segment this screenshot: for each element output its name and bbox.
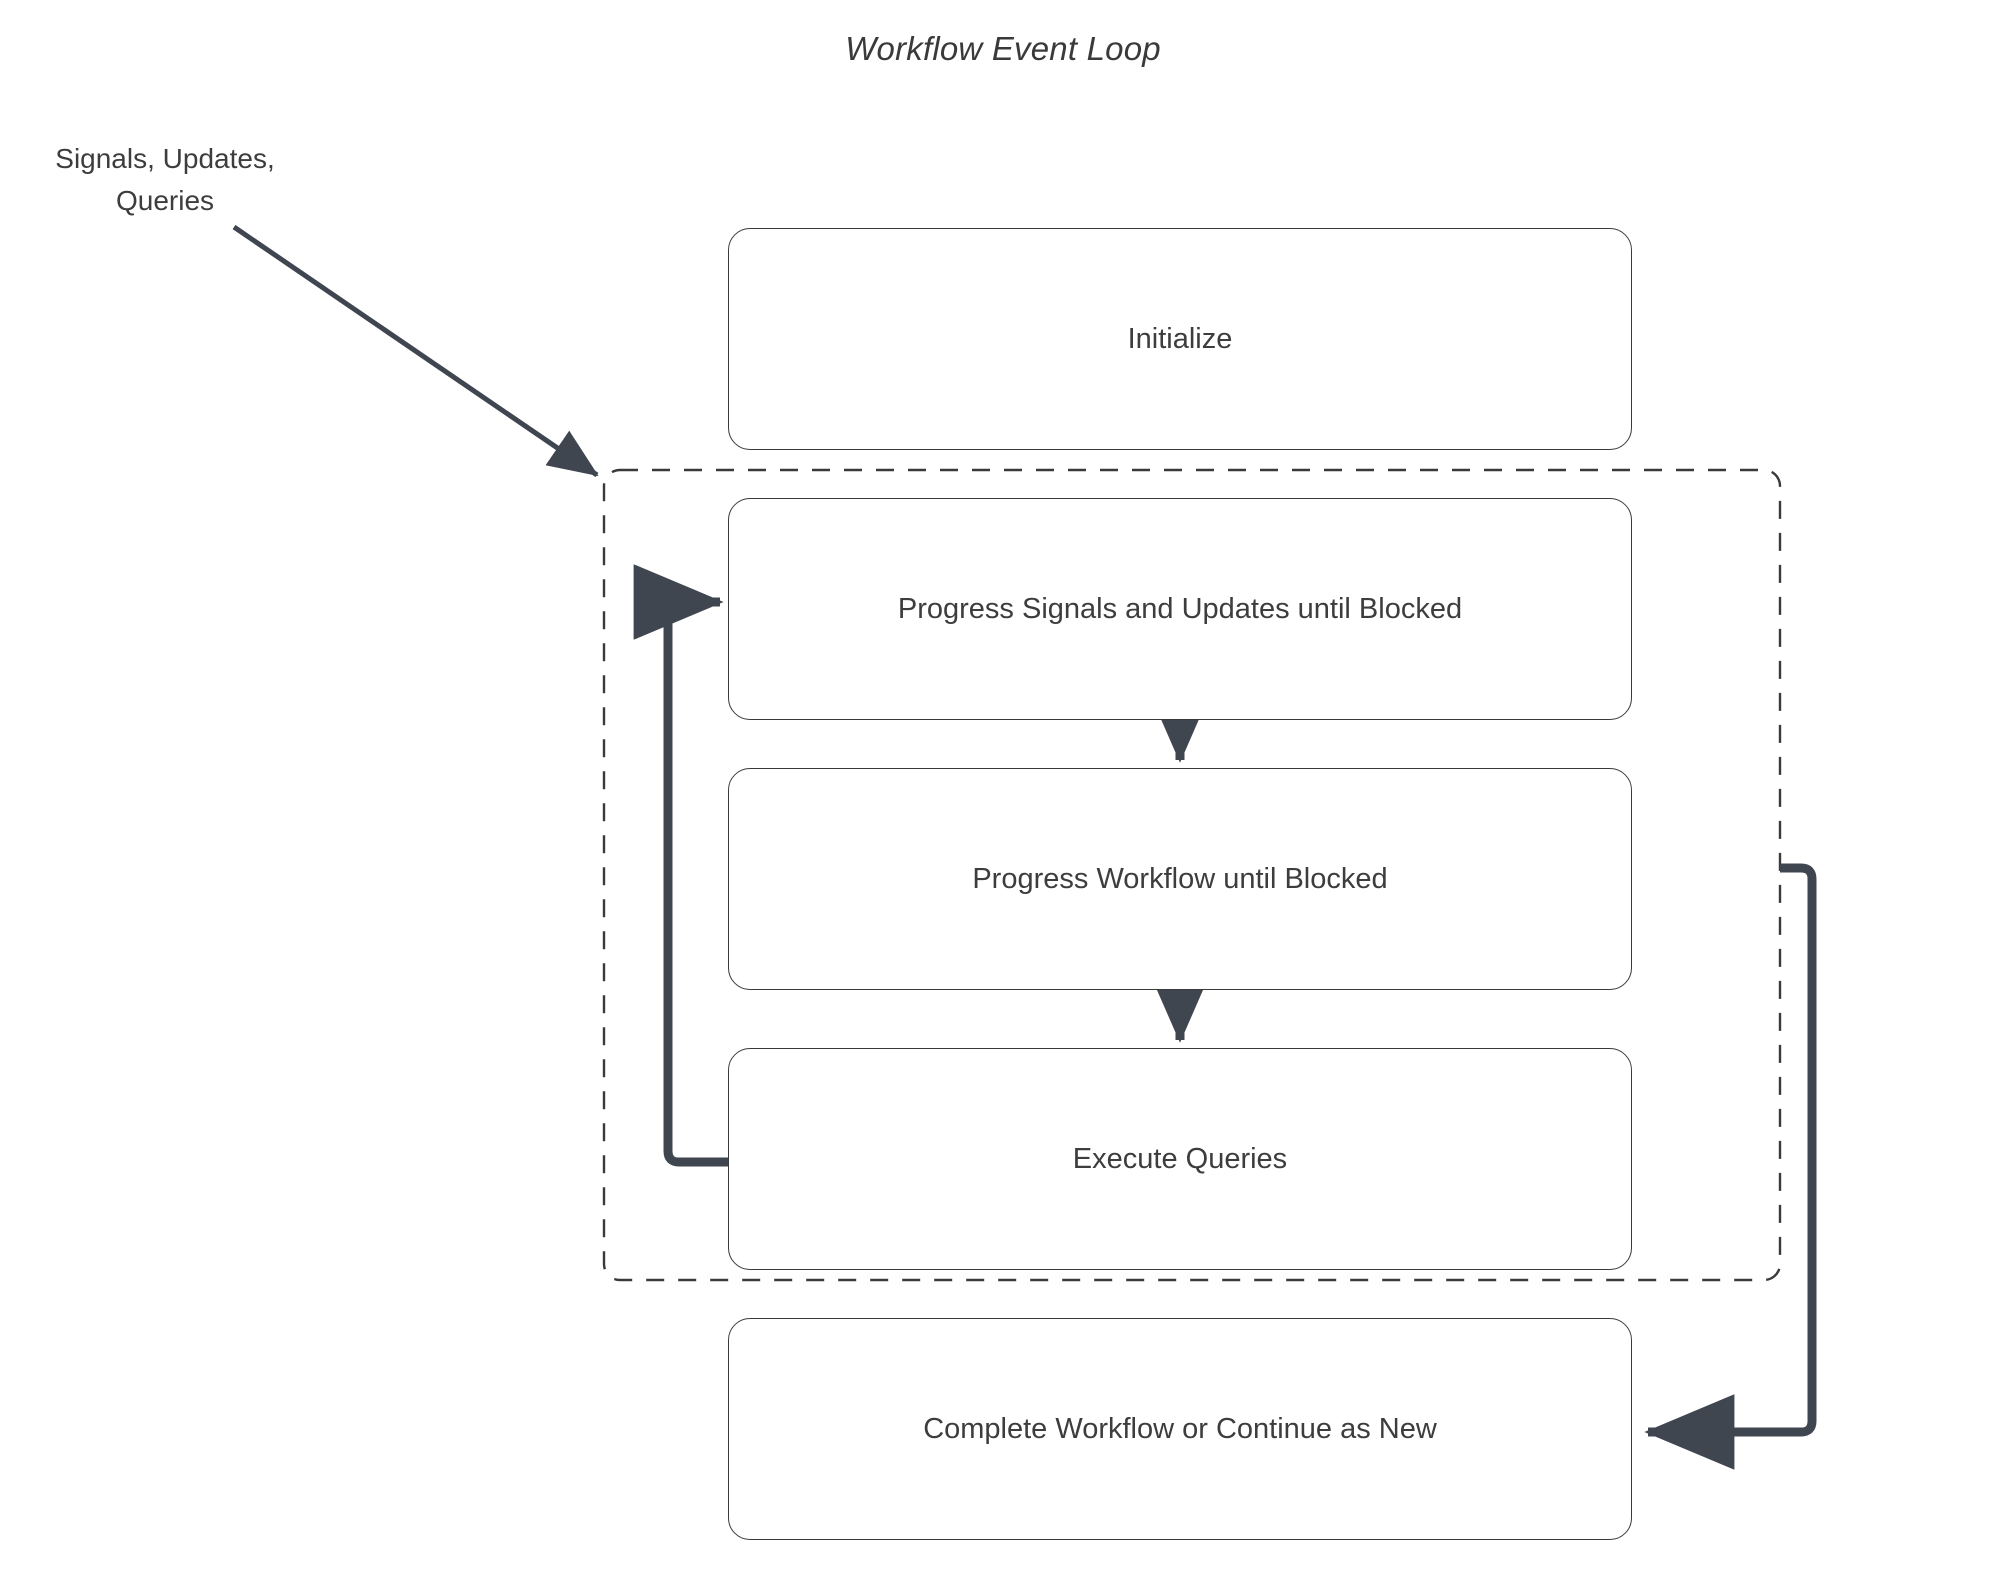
node-complete-workflow-label: Complete Workflow or Continue as New xyxy=(923,1412,1437,1445)
external-input-label: Signals, Updates, Queries xyxy=(55,143,275,216)
node-progress-workflow[interactable]: Progress Workflow until Blocked xyxy=(728,768,1632,990)
node-progress-signals-label: Progress Signals and Updates until Block… xyxy=(897,592,1463,625)
node-progress-workflow-label: Progress Workflow until Blocked xyxy=(972,862,1388,895)
node-complete-workflow[interactable]: Complete Workflow or Continue as New xyxy=(728,1318,1632,1540)
node-initialize-label: Initialize xyxy=(1127,322,1233,355)
node-execute-queries-label: Execute Queries xyxy=(1072,1142,1288,1175)
edge-loop-to-complete xyxy=(1644,863,1817,1470)
node-execute-queries[interactable]: Execute Queries xyxy=(728,1048,1632,1270)
page-title: Workflow Event Loop xyxy=(845,30,1161,67)
edge-queries-back-to-signals xyxy=(633,564,728,1167)
edge-external-to-loop xyxy=(232,224,599,478)
node-initialize[interactable]: Initialize xyxy=(728,228,1632,450)
node-progress-signals[interactable]: Progress Signals and Updates until Block… xyxy=(728,498,1632,720)
